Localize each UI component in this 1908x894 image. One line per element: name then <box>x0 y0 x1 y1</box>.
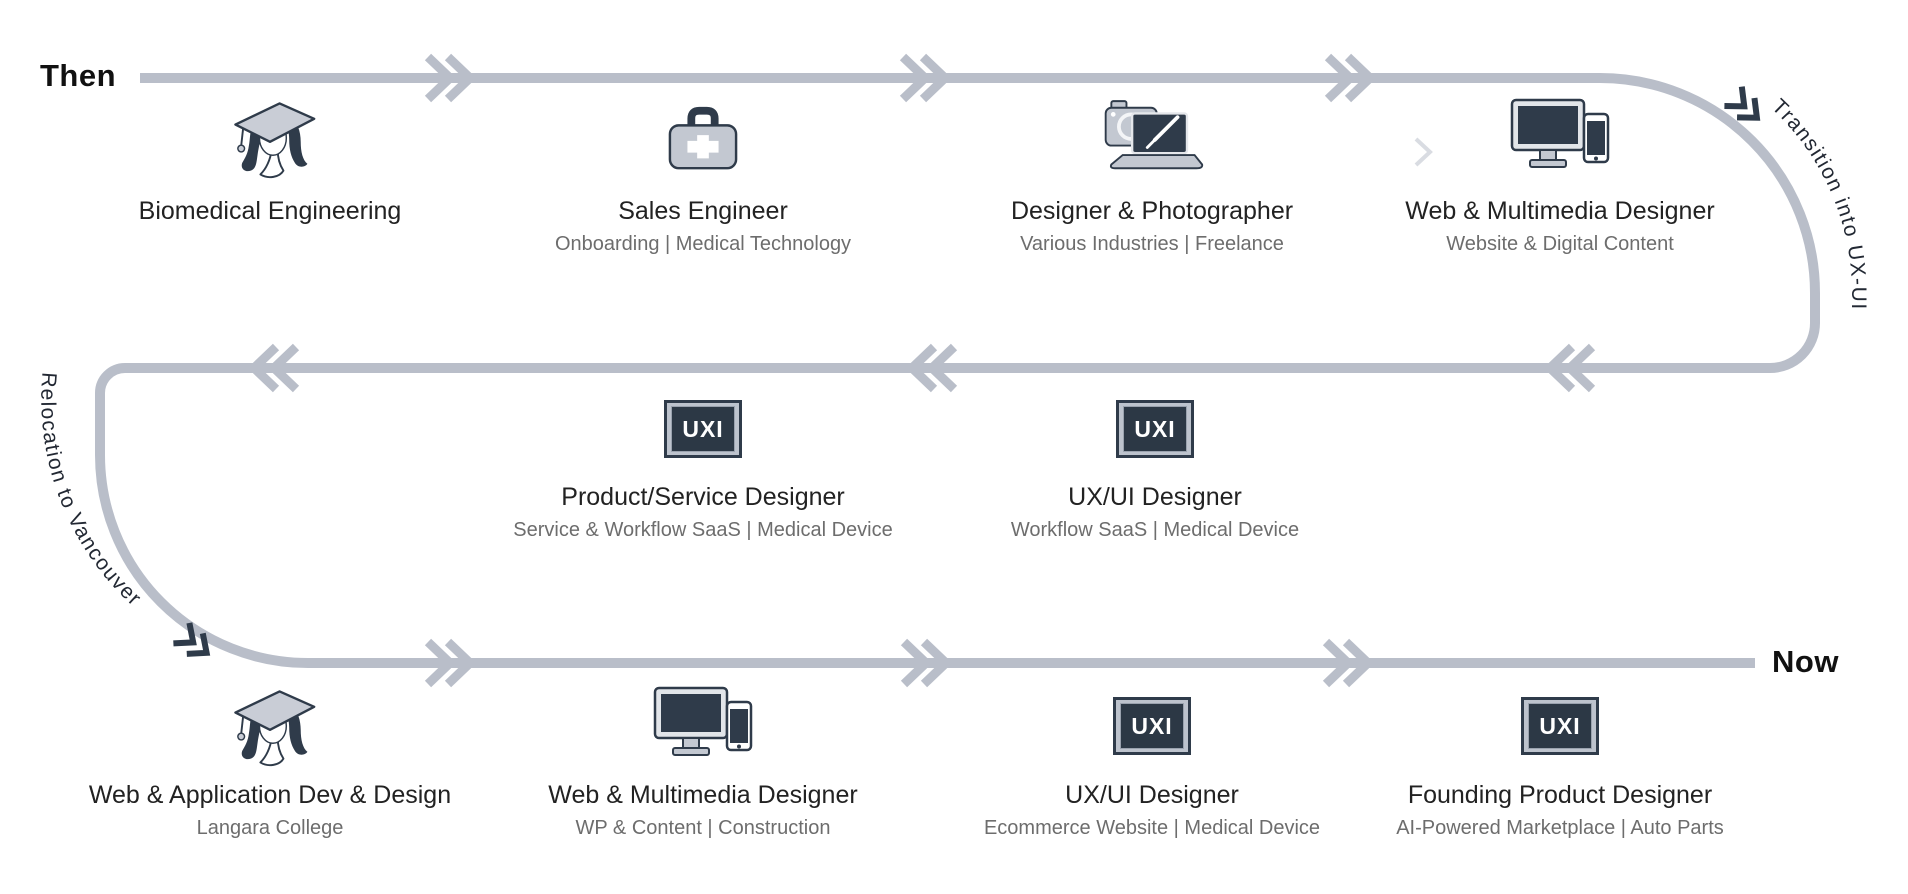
chevron-right-icon <box>1324 53 1377 103</box>
monitor-phone-icon <box>1330 88 1790 188</box>
item-subtitle: Various Industries | Freelance <box>1020 233 1284 255</box>
then-label: Then <box>40 58 117 93</box>
timeline-item-web-app-dev-design: Web & Application Dev & Design Langara C… <box>40 678 500 840</box>
item-subtitle: Website & Digital Content <box>1446 233 1674 255</box>
uxi-badge-icon: UXI <box>925 400 1385 458</box>
item-subtitle: AI-Powered Marketplace | Auto Parts <box>1396 817 1724 839</box>
timeline-item-founding-product-designer: UXI Founding Product Designer AI-Powered… <box>1330 678 1790 840</box>
uxi-badge-icon: UXI <box>1330 678 1790 774</box>
timeline-item-sales-engineer: Sales Engineer Onboarding | Medical Tech… <box>473 88 933 256</box>
chevron-right-icon <box>424 638 477 688</box>
transition-chevron-icon <box>1724 86 1761 121</box>
item-title: Web & Multimedia Designer <box>1405 197 1715 225</box>
uxi-badge-text: UXI <box>1134 415 1176 442</box>
chevron-right-icon <box>900 638 953 688</box>
item-title: Product/Service Designer <box>561 483 845 511</box>
item-subtitle: Workflow SaaS | Medical Device <box>1010 519 1300 541</box>
item-title: UX/UI Designer <box>1065 781 1239 809</box>
chevron-right-faint-icon <box>1414 137 1433 167</box>
item-subtitle: WP & Content | Construction <box>575 817 831 839</box>
item-subtitle: Langara College <box>196 817 344 839</box>
timeline-item-designer-photographer: Designer & Photographer Various Industri… <box>922 88 1382 256</box>
uxi-badge-icon: UXI <box>922 678 1382 774</box>
chevron-left-icon <box>1543 343 1596 393</box>
uxi-badge-text: UXI <box>1131 712 1173 739</box>
item-title: Biomedical Engineering <box>138 197 402 225</box>
timeline-item-uxui-designer-bottom: UXI UX/UI Designer Ecommerce Website | M… <box>922 678 1382 840</box>
now-label: Now <box>1772 644 1839 679</box>
chevron-left-icon <box>247 343 300 393</box>
uxi-badge-text: UXI <box>682 415 724 442</box>
item-subtitle: Onboarding | Medical Technology <box>554 233 852 255</box>
chevron-right-icon <box>1322 638 1375 688</box>
timeline-item-product-service-designer: UXI Product/Service Designer Service & W… <box>473 400 933 542</box>
item-title: Founding Product Designer <box>1407 781 1713 809</box>
chevron-left-icon <box>905 343 958 393</box>
timeline-item-uxui-designer-mid: UXI UX/UI Designer Workflow SaaS | Medic… <box>925 400 1385 542</box>
graduate-icon <box>40 678 500 774</box>
uxi-badge-icon: UXI <box>473 400 933 458</box>
graduate-icon <box>40 88 500 188</box>
item-title: Web & Application Dev & Design <box>88 781 452 809</box>
uxi-badge-text: UXI <box>1539 712 1581 739</box>
item-title: Designer & Photographer <box>1010 197 1294 225</box>
relocation-chevron-icon <box>173 622 211 657</box>
relocation-curve-label: Relocation to Vancouver <box>36 372 146 611</box>
item-subtitle: Ecommerce Website | Medical Device <box>983 817 1321 839</box>
item-title: Sales Engineer <box>618 197 788 225</box>
item-title: Web & Multimedia Designer <box>548 781 858 809</box>
career-path-line <box>95 73 1820 668</box>
medical-bag-icon <box>473 88 933 188</box>
timeline-item-biomedical-engineering: Biomedical Engineering <box>40 88 500 232</box>
timeline-item-web-multimedia-designer-2: Web & Multimedia Designer WP & Content |… <box>473 678 933 840</box>
monitor-phone-icon <box>473 678 933 774</box>
chevron-right-icon <box>899 53 952 103</box>
item-title: UX/UI Designer <box>1068 483 1242 511</box>
camera-laptop-icon <box>922 88 1382 188</box>
chevron-right-icon <box>424 53 477 103</box>
item-subtitle: Service & Workflow SaaS | Medical Device <box>513 519 893 541</box>
timeline-item-web-multimedia-designer: Web & Multimedia Designer Website & Digi… <box>1330 88 1790 256</box>
